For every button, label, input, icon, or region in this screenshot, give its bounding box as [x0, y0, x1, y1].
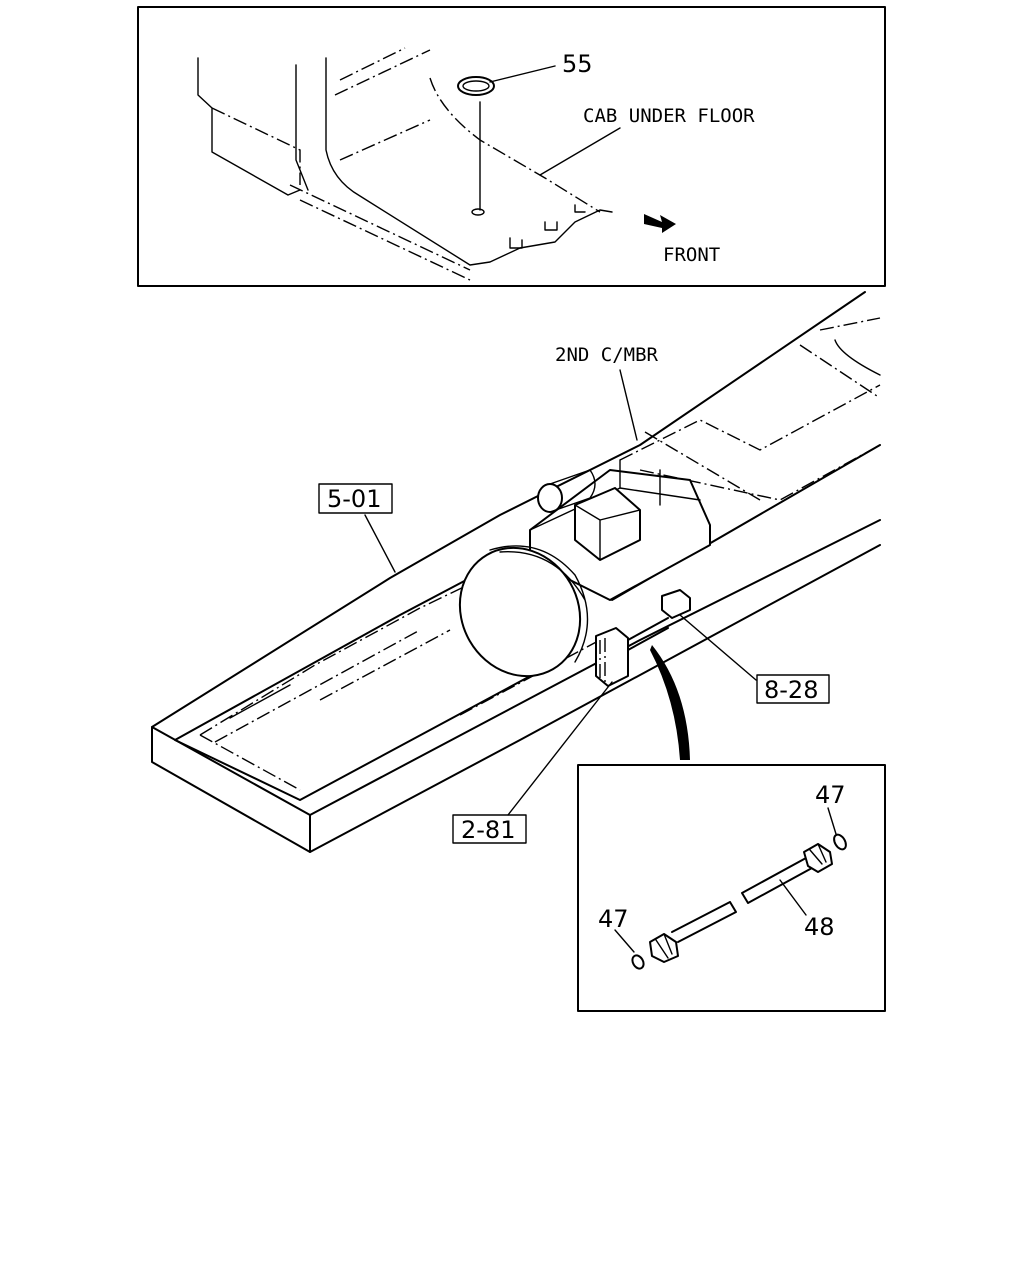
cab-floor-inset-frame [137, 6, 886, 287]
bracket-box-top [529, 459, 701, 531]
front-label: FRONT [663, 244, 720, 266]
cab-floor-dashdot-1 [211, 47, 471, 281]
valve-block [574, 487, 641, 561]
rail-cutout [229, 339, 881, 719]
pipe-detail-inset: 47 47 48 [577, 764, 886, 1012]
air-tank-assembly [458, 459, 711, 687]
pipe-48-upper-nut [803, 843, 833, 873]
cab-floor-tabs [509, 204, 586, 249]
tank-end-rim [489, 545, 589, 663]
chassis-frame [151, 291, 881, 853]
clamp-hidden [599, 638, 606, 684]
pipe-48-upper-nut-facets [809, 843, 827, 865]
connector-8-28 [661, 589, 691, 619]
ref-2-81-box [452, 814, 527, 844]
tank-end-outer [458, 546, 582, 678]
part-47-bottom-leader [614, 929, 635, 953]
detail-callout-arrow-icon [650, 645, 690, 760]
part-47-top-label: 47 [815, 781, 846, 809]
part-47-top-leader [827, 807, 837, 835]
rail-hidden-1 [199, 317, 881, 791]
cab-floor-outline [197, 57, 613, 266]
ref-8-28-leader [679, 614, 757, 681]
rail-bottom-edge [309, 544, 881, 853]
part-48-leader [779, 879, 807, 916]
rail-hidden-2 [319, 384, 881, 701]
ref-5-01-label: 5-01 [327, 485, 381, 513]
ref-8-28-label: 8-28 [764, 676, 818, 704]
cab-floor-leader [539, 127, 621, 176]
plug-55-hole [471, 208, 485, 216]
ref-2-81-leader [507, 681, 613, 816]
valve-block-edges [574, 504, 641, 561]
plug-55-leader [489, 65, 556, 83]
part-47-bottom-label: 47 [598, 905, 629, 933]
plug-55-inner [462, 80, 490, 92]
oring-47-bottom [631, 954, 645, 970]
ref-8-28-box [756, 674, 830, 704]
pipe-48-lower-segment [671, 901, 737, 943]
cab-under-floor-label: CAB UNDER FLOOR [583, 105, 755, 127]
part-48-label: 48 [804, 913, 835, 941]
cab-floor-dashdot-2 [334, 49, 601, 213]
pipe [627, 617, 669, 651]
oring-47-top [833, 833, 847, 851]
cylinder-body [549, 469, 596, 513]
pipe-48-upper-segment [741, 857, 813, 904]
ref-5-01-box [318, 483, 393, 514]
clamp-2-81 [595, 627, 629, 687]
part-55-label: 55 [562, 50, 593, 78]
cab-floor-inset: 55 CAB UNDER FLOOR FRONT [137, 6, 886, 287]
pipe-detail-frame [577, 764, 886, 1012]
cross-member-leader [619, 369, 638, 441]
pipe-48-lower-nut-facets [655, 933, 673, 959]
front-arrow-icon [644, 214, 676, 233]
plug-55-outer [457, 76, 495, 96]
rail-outer-upper [151, 291, 881, 816]
rail-end-box [151, 726, 311, 853]
ref-2-81-label: 2-81 [461, 816, 515, 844]
ref-5-01-leader [364, 514, 396, 573]
pipe-48-lower-nut [649, 933, 679, 963]
cross-member-label: 2ND C/MBR [555, 344, 659, 366]
rail-inner [174, 444, 881, 801]
cylinder-end [537, 483, 563, 513]
